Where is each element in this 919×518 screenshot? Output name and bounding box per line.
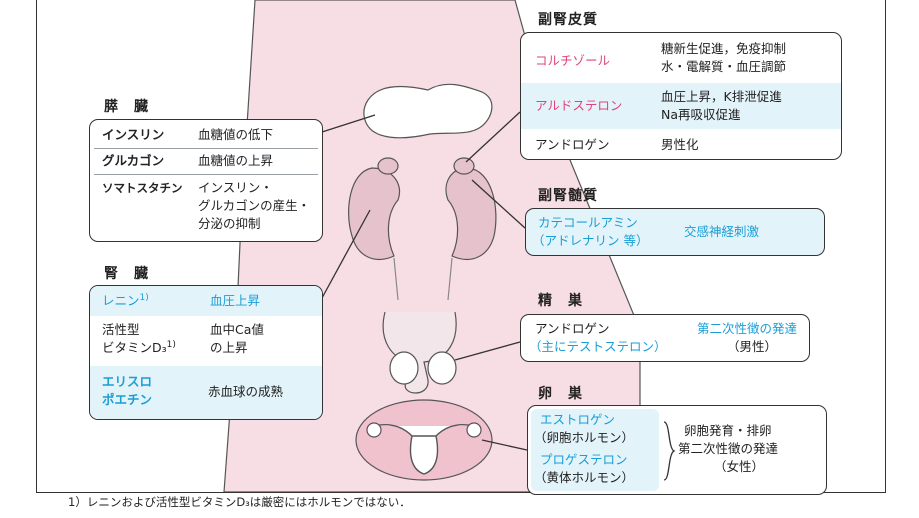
- somatostatin-effect-line: グルカゴンの産生・: [198, 198, 311, 213]
- progesterone-label-line: （黄体ホルモン）: [534, 470, 635, 485]
- somatostatin-label: ソマトスタチン: [102, 181, 183, 195]
- left-kidney: [348, 167, 401, 260]
- testis-left: [389, 351, 419, 385]
- ovary-effect-line: 第二次性徴の発達: [678, 441, 779, 456]
- pancreas-shape: [363, 83, 493, 139]
- testis-effect-line: （男性）: [727, 339, 778, 354]
- epo-effect: 赤血球の成熟: [208, 384, 284, 399]
- pancreas-box: インスリン 血糖値の低下 グルカゴン 血糖値の上昇 ソマトスタチン インスリン・…: [89, 119, 323, 242]
- renin-effect: 血圧上昇: [210, 293, 261, 308]
- vitd-effect-line: 血中Ca値: [210, 322, 264, 337]
- renin-row-bg: [90, 286, 322, 316]
- catecholamine-effect: 交感神経刺激: [684, 224, 760, 239]
- brace: [663, 421, 676, 481]
- divider: [94, 174, 318, 175]
- progesterone-label-line: プロゲステロン: [540, 452, 628, 467]
- estrogen-label-line: （卵胞ホルモン）: [534, 430, 635, 445]
- testosterone-label-line: アンドロゲン: [535, 321, 610, 336]
- ovary-left: [366, 422, 382, 438]
- ovary-right: [466, 422, 482, 438]
- androgen-label: アンドロゲン: [535, 137, 610, 152]
- somatostatin-effect-line: 分泌の抑制: [198, 216, 261, 231]
- ovary-effect-line: （女性）: [714, 459, 765, 474]
- ovary-effect-line: 卵胞発育・排卵: [684, 423, 772, 438]
- glucagon-label: グルカゴン: [102, 153, 165, 168]
- vitd-effect-line: の上昇: [210, 340, 248, 355]
- androgen-effect: 男性化: [661, 137, 699, 152]
- insulin-label: インスリン: [102, 127, 165, 142]
- catecholamine-label-line: カテコールアミン: [538, 215, 638, 230]
- adrenal-cortex-heading: 副腎皮質: [538, 12, 598, 28]
- kidney-box: レニン1) 血圧上昇 活性型 ビタミンD₃1) 血中Ca値 の上昇 エリスロ ポ…: [89, 285, 323, 420]
- renin-label: レニン1): [102, 293, 149, 308]
- figure-frame: [36, 0, 886, 493]
- aldosterone-row-bg: [521, 83, 841, 129]
- divider: [94, 148, 318, 149]
- vitd-label-line: ビタミンD₃1): [102, 340, 176, 355]
- catecholamine-label-line: （アドレナリン 等）: [532, 233, 649, 248]
- adrenal-medulla-heading: 副腎髄質: [538, 188, 598, 204]
- somatostatin-effect-line: インスリン・: [198, 180, 273, 195]
- epo-label-line: ポエチン: [102, 392, 153, 407]
- aldosterone-label: アルドステロン: [535, 98, 623, 113]
- ovary-hormone-bg: [531, 409, 659, 491]
- left-adrenal-gland: [377, 157, 399, 175]
- vitd-label-line: 活性型: [102, 322, 140, 337]
- testis-heading: 精 巣: [538, 293, 583, 309]
- right-adrenal-gland: [453, 157, 475, 175]
- adrenal-cortex-box: コルチゾール 糖新生促進，免疫抑制 水・電解質・血圧調節 アルドステロン 血圧上…: [520, 32, 842, 160]
- estrogen-label-line: エストロゲン: [540, 412, 616, 427]
- cortisol-label: コルチゾール: [535, 53, 611, 68]
- footnote: 1）レニンおよび活性型ビタミンD₃は厳密にはホルモンではない．: [68, 495, 411, 509]
- testis-box: アンドロゲン （主にテストステロン） 第二次性徴の発達 （男性）: [520, 314, 810, 362]
- uterus: [373, 424, 475, 475]
- male-genitalia: [382, 311, 457, 394]
- ovary-heading: 卵 巣: [538, 386, 583, 402]
- epo-row-bg: [90, 366, 322, 419]
- ureters: [393, 257, 453, 301]
- leader-lines: [321, 111, 528, 451]
- ovary-box: エストロゲン （卵胞ホルモン） プロゲステロン （黄体ホルモン） 卵胞発育・排卵…: [527, 405, 827, 495]
- testis-right: [427, 351, 457, 385]
- epo-label-line: エリスロ: [102, 374, 153, 389]
- pancreas-heading: 膵 臓: [104, 99, 149, 115]
- testis-effect-line: 第二次性徴の発達: [697, 321, 798, 336]
- kidney-heading: 腎 臓: [104, 266, 149, 282]
- aldosterone-effect-line: Na再吸収促進: [661, 107, 741, 122]
- adrenal-medulla-box: カテコールアミン （アドレナリン 等） 交感神経刺激: [525, 208, 825, 256]
- aldosterone-effect-line: 血圧上昇，K排泄促進: [661, 89, 782, 104]
- cortisol-effect-line: 糖新生促進，免疫抑制: [661, 41, 787, 56]
- testosterone-label-line: （主にテストステロン）: [529, 339, 667, 354]
- cortisol-effect-line: 水・電解質・血圧調節: [661, 59, 787, 74]
- glucagon-effect: 血糖値の上昇: [198, 153, 274, 168]
- insulin-effect: 血糖値の低下: [198, 127, 274, 142]
